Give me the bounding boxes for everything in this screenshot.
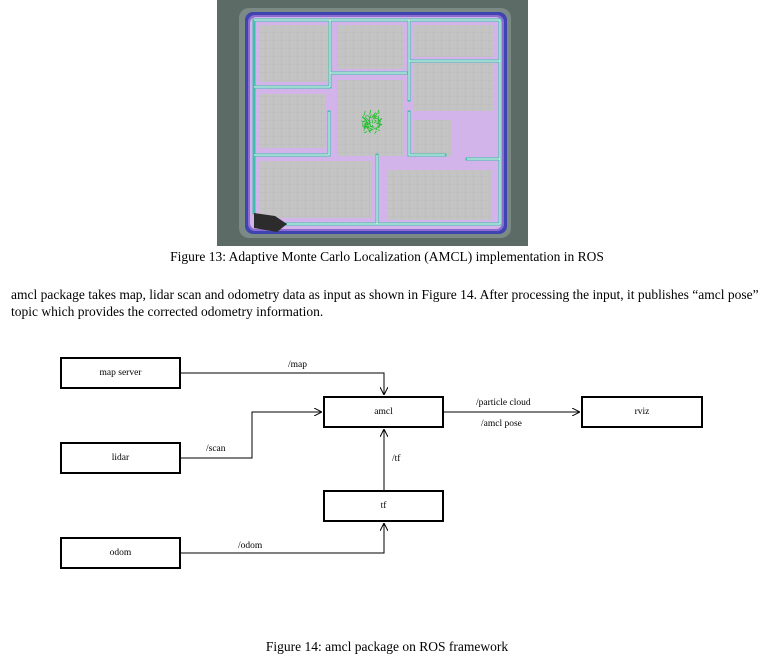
node-map-server: map server [60, 357, 181, 389]
particle [363, 126, 367, 129]
particle [361, 120, 365, 123]
edge-label-tf: /tf [392, 454, 401, 464]
figure-14-caption: Figure 14: amcl package on ROS framework [265, 639, 509, 654]
body-paragraph: amcl package takes map, lidar scan and o… [11, 287, 759, 319]
edge-label-amcl-pose: /amcl pose [481, 419, 522, 429]
node-map-server-label: map server [99, 368, 142, 378]
particle [375, 126, 378, 130]
particle [376, 122, 379, 125]
particle [368, 126, 373, 130]
particle [362, 117, 365, 120]
particle [372, 112, 377, 117]
node-tf-label: tf [380, 501, 387, 511]
particle [363, 110, 366, 115]
edge-odom [181, 524, 384, 554]
particle [371, 119, 374, 124]
map-door-corner [254, 213, 287, 232]
particle [374, 119, 377, 122]
node-odom: odom [60, 537, 181, 569]
node-rviz: rviz [581, 396, 703, 428]
node-odom-label: odom [109, 548, 132, 558]
particle [365, 120, 368, 124]
particle [373, 127, 378, 130]
particle [364, 117, 368, 120]
particle [371, 116, 374, 119]
node-rviz-label: rviz [634, 407, 650, 417]
node-amcl-label: amcl [374, 407, 393, 417]
edge-map [181, 372, 384, 394]
edge-label-odom: /odom [238, 541, 263, 551]
particle [370, 126, 375, 128]
particle [373, 118, 377, 120]
particle [363, 126, 366, 131]
particle [377, 115, 380, 120]
particle [362, 122, 364, 127]
particle [367, 126, 369, 130]
particle [375, 112, 378, 116]
particle [374, 116, 378, 120]
node-tf: tf [323, 490, 444, 522]
amcl-map-image [217, 0, 528, 246]
particle [377, 118, 383, 123]
particle [371, 128, 374, 131]
particle [361, 114, 365, 119]
particle [366, 115, 372, 119]
particle [365, 123, 371, 126]
particle [363, 131, 368, 134]
edge-scan [181, 412, 321, 459]
map-walls-core [254, 19, 501, 225]
node-amcl: amcl [323, 396, 444, 428]
free-space [259, 25, 494, 220]
particle [368, 129, 371, 133]
particle [374, 130, 377, 134]
edge-label-scan: /scan [206, 444, 226, 454]
particle [373, 121, 377, 123]
particle [367, 128, 371, 133]
node-lidar: lidar [60, 442, 181, 474]
particle [366, 118, 371, 123]
edge-label-map: /map [288, 360, 307, 370]
node-lidar-label: lidar [111, 453, 130, 463]
edge-label-particle-cloud: /particle cloud [476, 398, 531, 408]
figure-13-caption: Figure 13: Adaptive Monte Carlo Localiza… [170, 249, 604, 264]
particle [378, 129, 380, 132]
particle-cloud [361, 109, 383, 134]
particle [374, 114, 378, 118]
particle [378, 122, 383, 126]
particle [377, 126, 380, 129]
particle [369, 109, 372, 115]
particle [364, 121, 369, 125]
particle [368, 114, 372, 119]
